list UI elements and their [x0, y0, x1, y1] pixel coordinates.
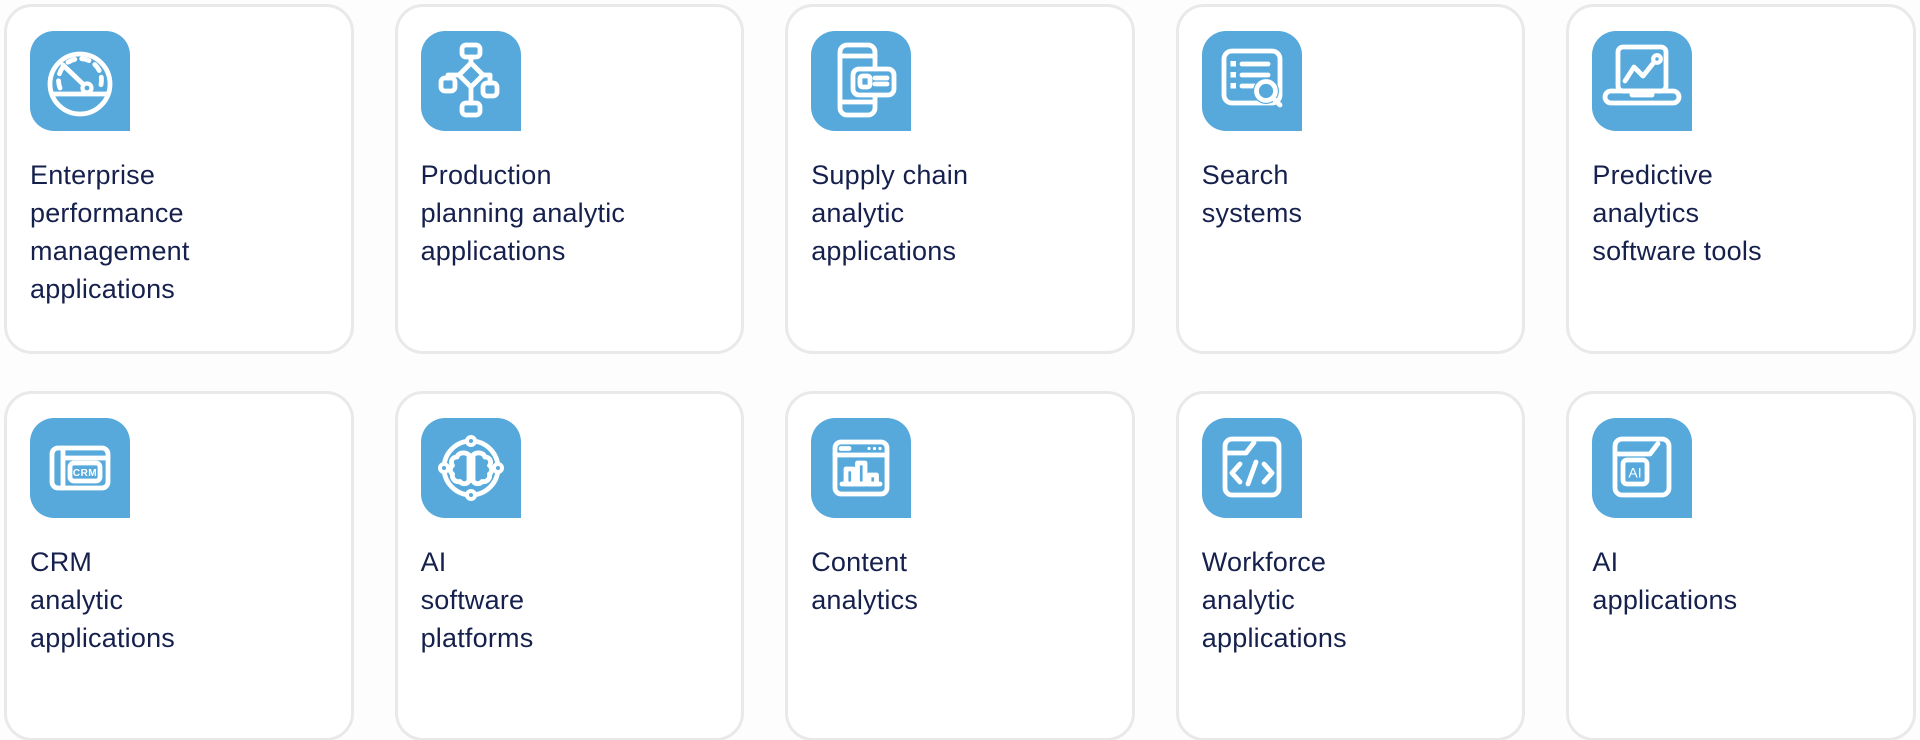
card-brain-network[interactable]: AI software platforms	[394, 391, 745, 740]
card-label-line: AI	[420, 547, 447, 577]
card-mobile-card[interactable]: Supply chain analytic applications	[785, 4, 1135, 354]
card-label-line: applications	[420, 236, 566, 266]
crm-browser-icon: CRM	[30, 418, 130, 518]
card-label-line: platforms	[420, 623, 534, 653]
mobile-card-icon	[811, 31, 912, 131]
card-browser-bar-chart[interactable]: Content analytics	[785, 391, 1135, 740]
card-label-line: applications	[30, 623, 175, 653]
card-label: Supply chain analytic applications	[811, 156, 1112, 270]
card-label-line: analytic	[30, 585, 124, 615]
laptop-chart-icon	[1592, 31, 1693, 131]
list-search-icon	[1201, 31, 1302, 131]
ai-folder-icon: AI	[1592, 418, 1693, 518]
svg-text:AI: AI	[1629, 465, 1642, 481]
card-label: Workforce analytic applications	[1202, 543, 1503, 657]
card-label-line: Search	[1201, 160, 1289, 190]
card-flowchart[interactable]: Production planning analytic applications	[394, 4, 745, 354]
flowchart-icon	[420, 31, 521, 131]
browser-bar-chart-icon	[811, 418, 912, 518]
card-ai-folder[interactable]: AI AI applications	[1566, 391, 1916, 740]
card-label-line: AI	[1592, 547, 1619, 577]
card-label-line: Enterprise	[30, 160, 156, 190]
card-label-line: Predictive	[1592, 160, 1713, 190]
card-label: Content analytics	[811, 543, 1112, 619]
card-label: Predictive analytics software tools	[1592, 156, 1893, 270]
card-label-line: applications	[811, 236, 957, 266]
card-label-line: analytic	[811, 198, 905, 228]
card-label-line: Workforce	[1201, 547, 1327, 577]
code-folder-icon	[1201, 418, 1302, 518]
card-label-line: Supply chain	[811, 160, 969, 190]
brain-network-icon	[420, 418, 521, 518]
card-label-line: performance	[30, 198, 184, 228]
card-label-line: analytics	[811, 585, 919, 615]
card-label: Enterprise performance management applicati…	[30, 156, 331, 308]
card-label: Search systems	[1202, 156, 1503, 232]
card-label-line: Content	[811, 547, 908, 577]
card-label: AI software platforms	[421, 543, 722, 657]
card-label-line: CRM	[30, 547, 93, 577]
card-label: AI applications	[1592, 543, 1893, 619]
card-label-line: Production	[420, 160, 552, 190]
card-label: CRM analytic applications	[30, 543, 331, 657]
card-label-line: systems	[1201, 198, 1303, 228]
card-code-folder[interactable]: Workforce analytic applications	[1175, 391, 1526, 740]
card-label-line: analytic	[1201, 585, 1295, 615]
card-label-line: applications	[30, 274, 175, 304]
card-label-line: applications	[1592, 585, 1738, 615]
card-laptop-chart[interactable]: Predictive analytics software tools	[1566, 4, 1916, 354]
card-label-line: software tools	[1592, 236, 1762, 266]
card-label-line: planning analytic	[420, 198, 626, 228]
card-crm-browser[interactable]: CRM CRM analytic applications	[4, 391, 354, 740]
gauge-icon	[30, 31, 130, 131]
card-label: Production planning analytic applications	[421, 156, 722, 270]
card-label-line: applications	[1201, 623, 1347, 653]
card-label-line: analytics	[1592, 198, 1700, 228]
svg-text:CRM: CRM	[73, 468, 97, 479]
card-list-search[interactable]: Search systems	[1175, 4, 1526, 354]
card-label-line: management	[30, 236, 190, 266]
card-label-line: software	[420, 585, 525, 615]
card-gauge[interactable]: Enterprise performance management applicati…	[4, 4, 354, 354]
